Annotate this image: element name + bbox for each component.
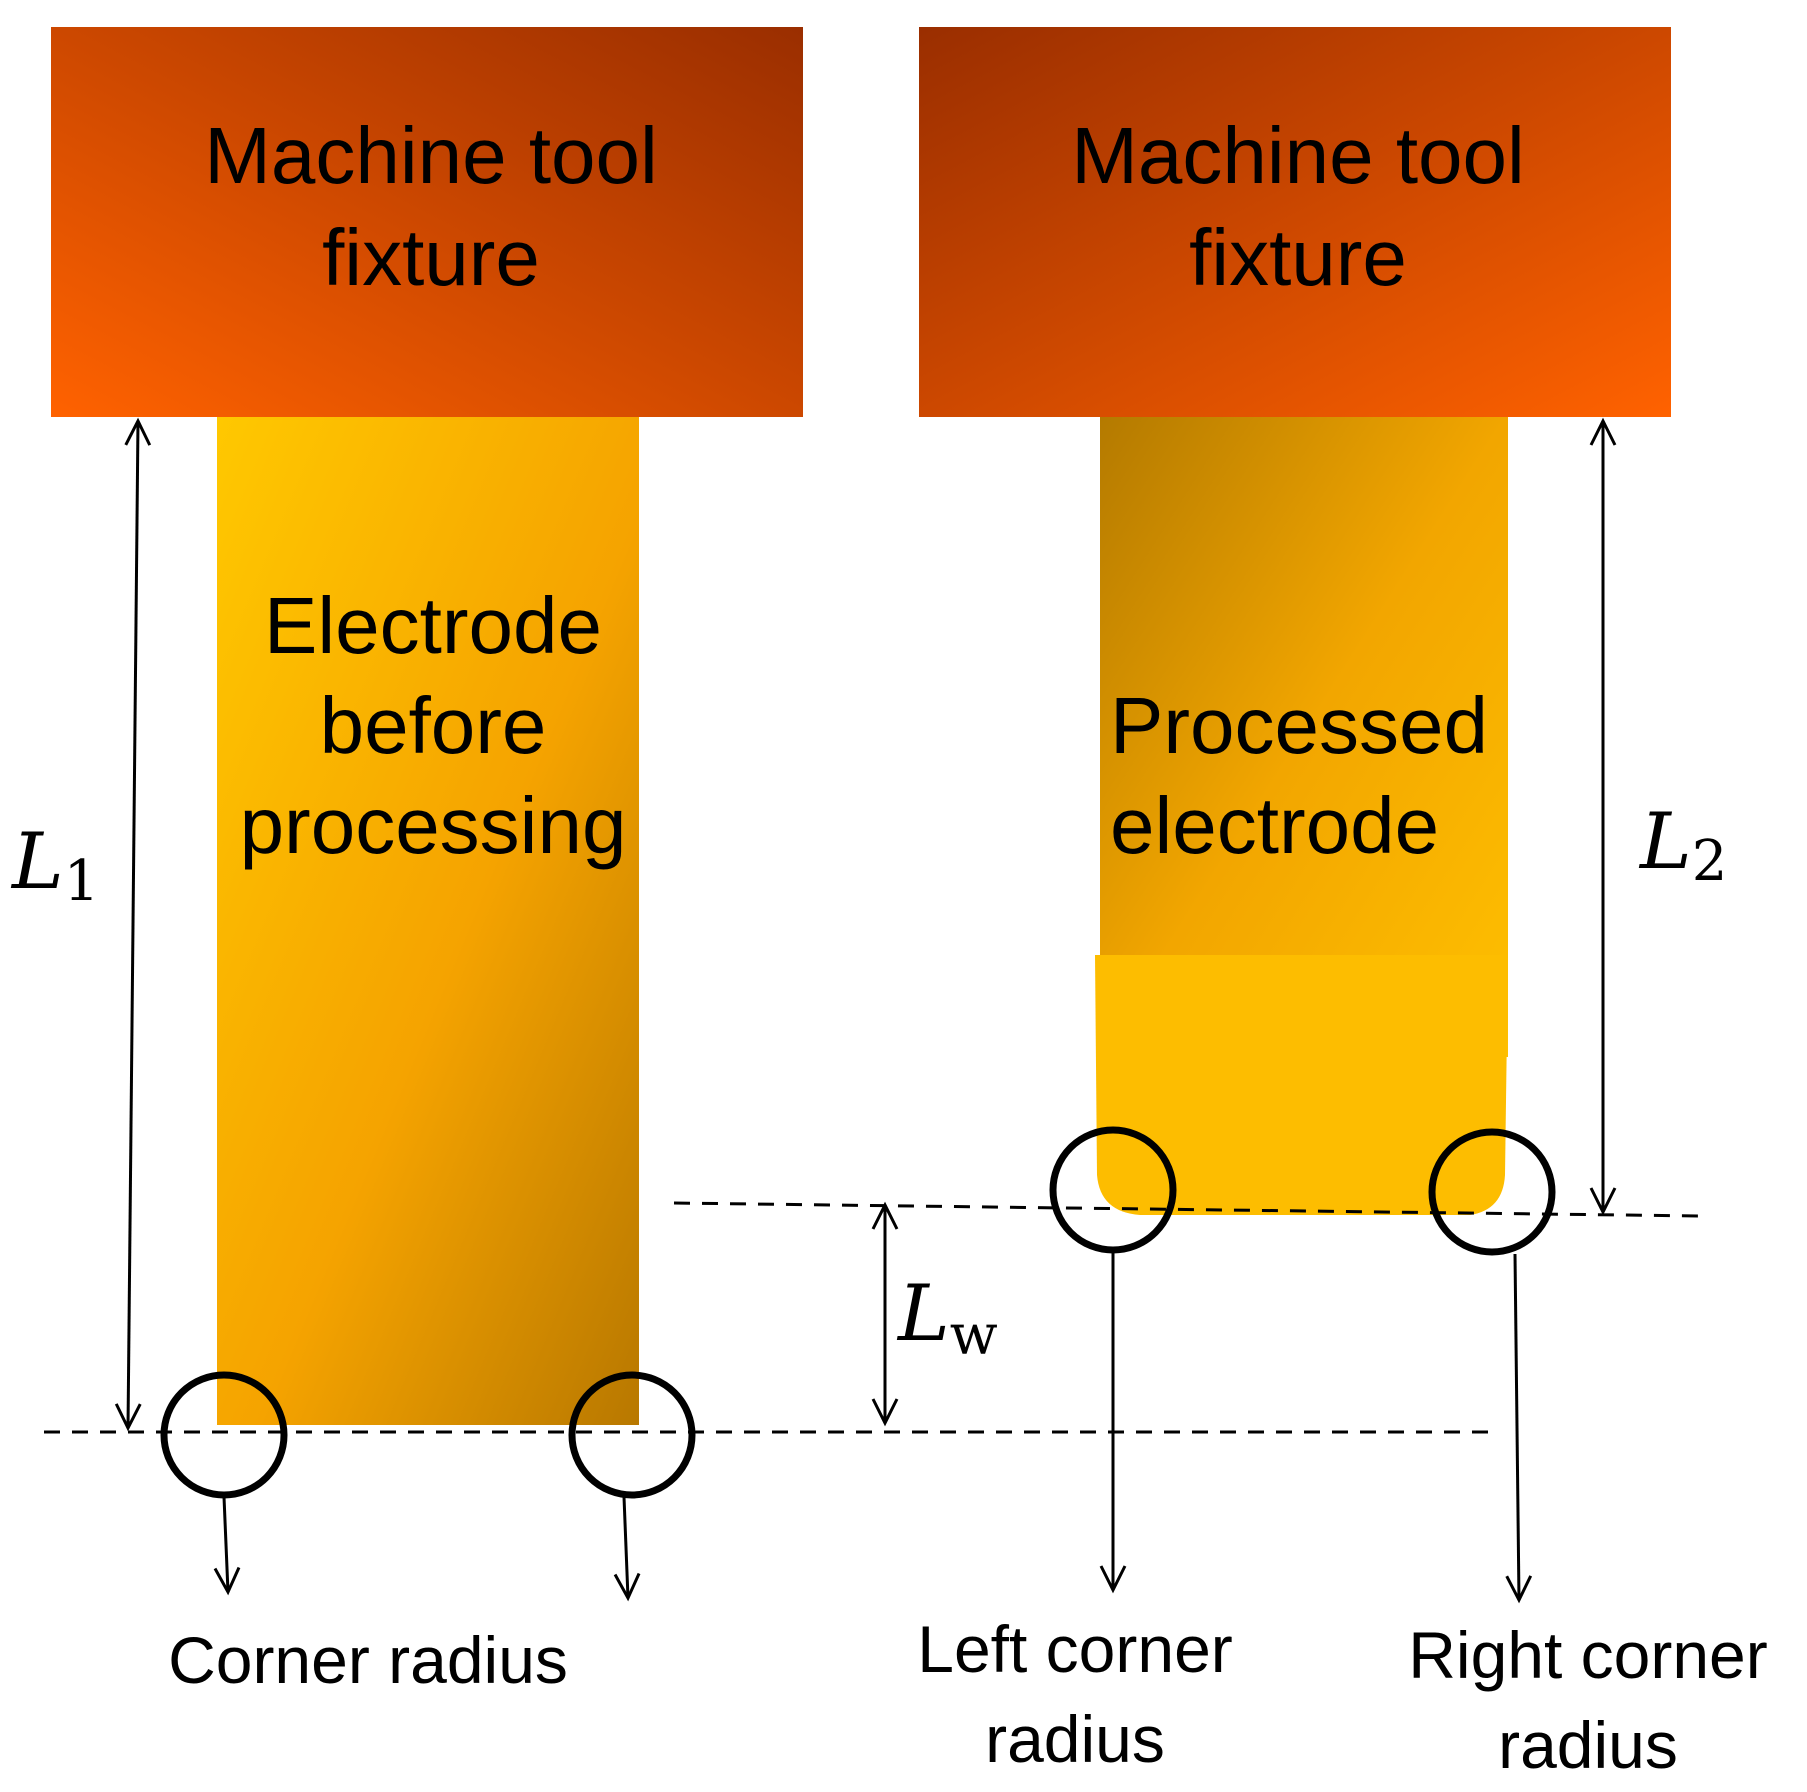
lw-label: Lw (896, 1269, 998, 1368)
right-fixture (919, 27, 1671, 417)
l1-label: L1 (10, 817, 99, 914)
corner-radius-caption: Corner radius (168, 1623, 568, 1697)
left-electrode-label-line1: Electrode (264, 581, 602, 670)
left-electrode (217, 417, 639, 1425)
right-electrode-tip (1095, 955, 1508, 1215)
left-corner-radius-caption-line2: radius (985, 1702, 1165, 1776)
right-electrode-upper (1100, 417, 1508, 1057)
right-fixture-label-line1: Machine tool (1071, 111, 1525, 200)
left-fixture (51, 27, 803, 417)
left-electrode-label-line3: processing (240, 781, 627, 870)
l1-dimension-arrow (114, 417, 152, 1432)
right-electrode-right-corner-circle (1428, 1128, 1556, 1256)
right-electrode-label-line2: electrode (1110, 781, 1439, 870)
top-reference-line (673, 1201, 1701, 1218)
right-corner-radius-pointer (1505, 1253, 1533, 1604)
right-corner-radius-caption-line1: Right corner (1408, 1618, 1768, 1692)
corner-radius-pointer-left (213, 1496, 241, 1596)
left-corner-radius-caption-line1: Left corner (917, 1612, 1233, 1686)
right-fixture-label-line2: fixture (1189, 213, 1407, 302)
corner-radius-pointer-right (613, 1496, 641, 1602)
right-electrode-left-corner-circle (1049, 1126, 1177, 1254)
right-electrode-label-line1: Processed (1110, 681, 1488, 770)
left-electrode-right-corner-circle (568, 1371, 696, 1499)
left-fixture-label-line1: Machine tool (204, 111, 658, 200)
left-fixture-label-line2: fixture (322, 213, 540, 302)
l2-label: L2 (1638, 797, 1727, 894)
right-corner-radius-caption-line2: radius (1498, 1708, 1678, 1782)
left-electrode-label-line2: before (320, 681, 547, 770)
left-electrode-left-corner-circle (160, 1371, 288, 1499)
